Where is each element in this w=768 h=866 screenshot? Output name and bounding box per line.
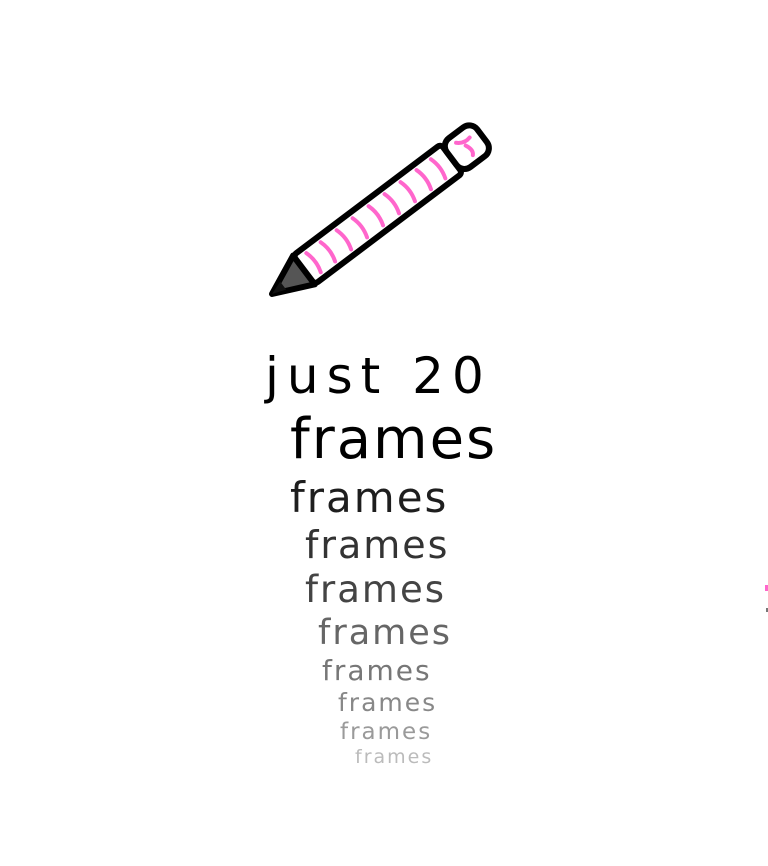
frames-text: frames (340, 719, 433, 745)
frames-text: frames (305, 568, 446, 611)
frames-text: frames (355, 746, 434, 768)
gray-dot (766, 608, 768, 612)
title-just-20: just 20 (265, 347, 492, 405)
frames-text: frames (322, 654, 432, 687)
frames-text: frames (290, 407, 498, 472)
frames-text: frames (305, 523, 450, 567)
pencil-stripes (304, 135, 475, 275)
frames-text: frames (318, 613, 453, 653)
pink-dot (765, 585, 768, 591)
frames-text: frames (290, 473, 449, 522)
frames-text: frames (338, 688, 438, 717)
